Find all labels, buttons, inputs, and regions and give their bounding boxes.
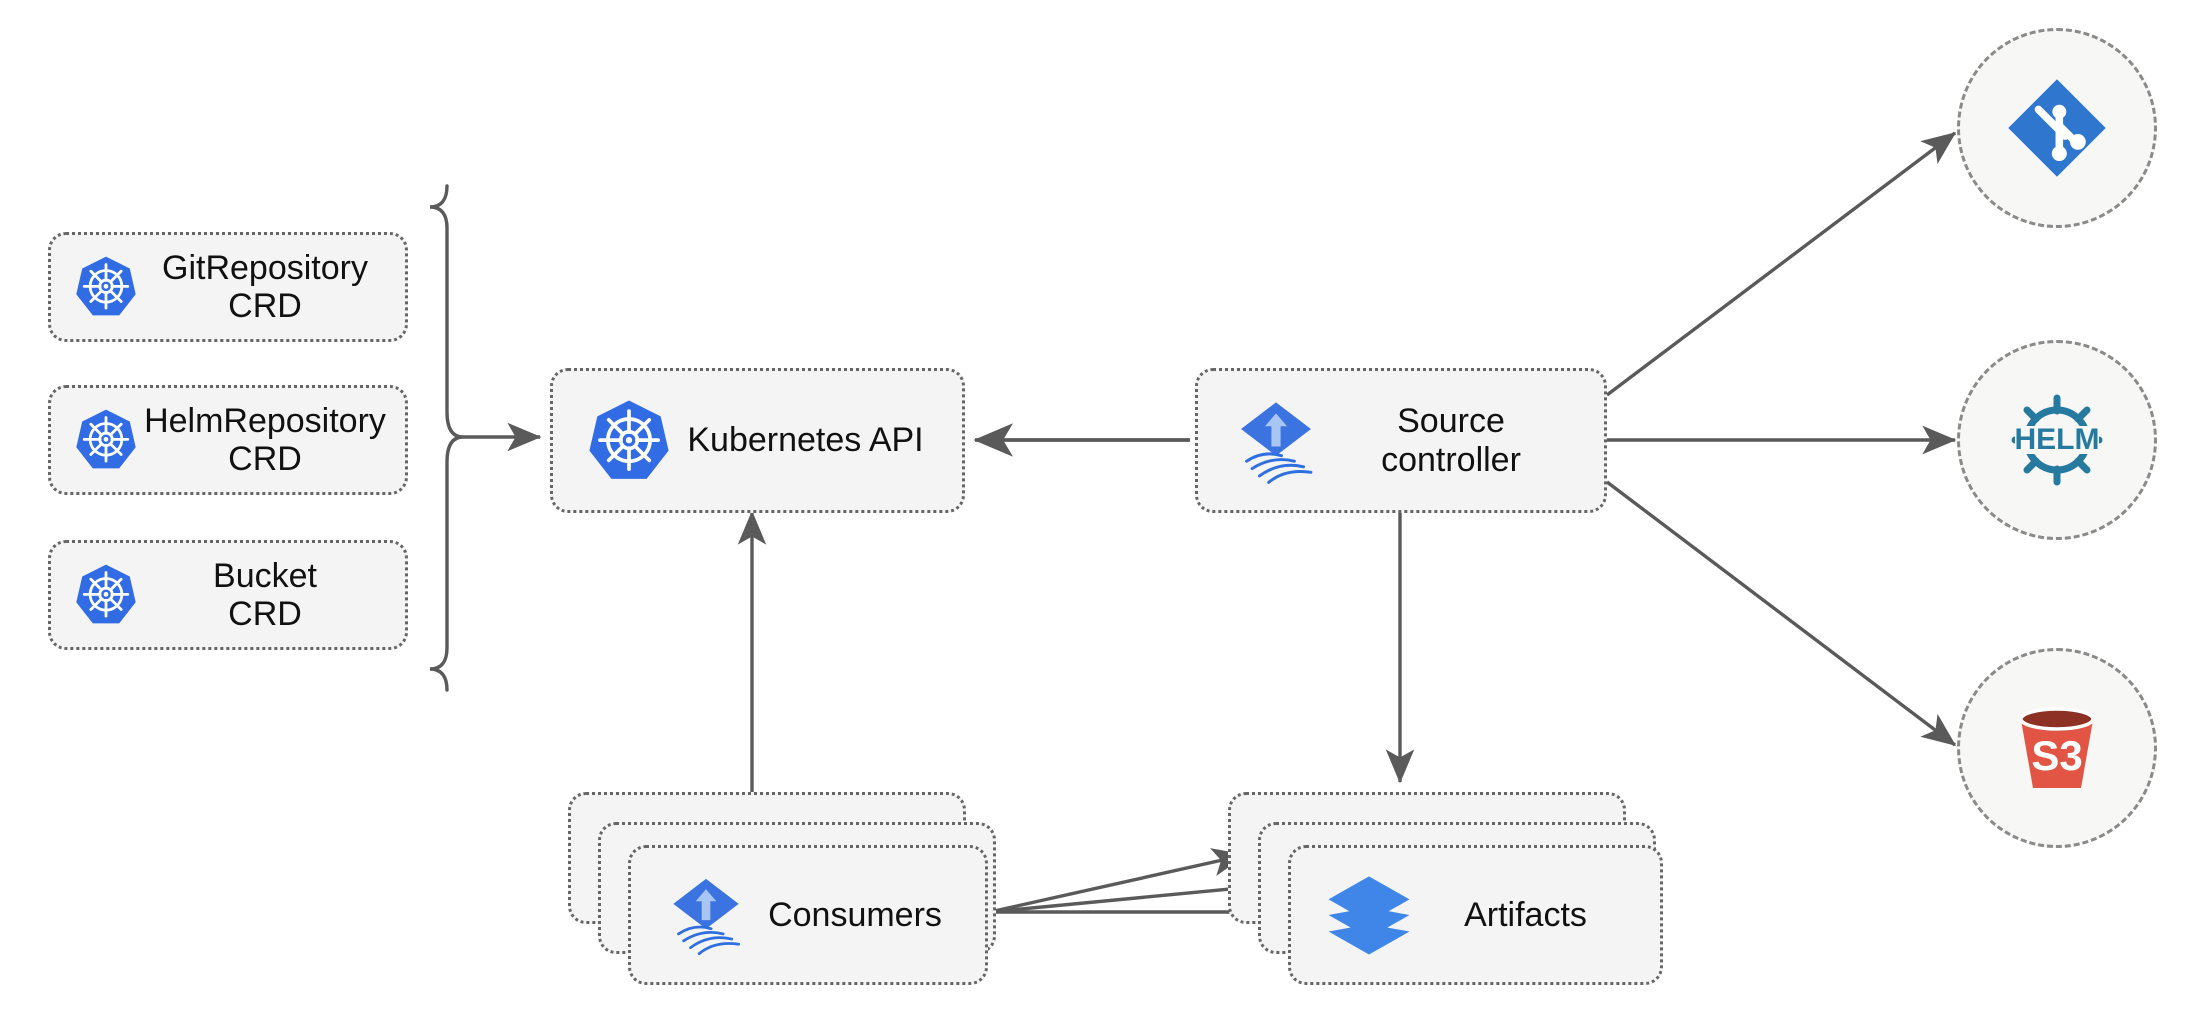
helm-icon: HELM: [1997, 380, 2117, 500]
node-gitrepository-crd[interactable]: GitRepository CRD: [48, 232, 408, 342]
endpoint-helm[interactable]: HELM: [1957, 340, 2157, 540]
node-label: Bucket CRD: [213, 556, 317, 633]
node-consumers[interactable]: Consumers: [628, 845, 988, 985]
node-label: GitRepository CRD: [162, 248, 368, 325]
node-helmrepository-crd[interactable]: HelmRepository CRD: [48, 385, 408, 495]
flux-icon: [1230, 395, 1322, 487]
s3-label: S3: [2031, 732, 2082, 779]
flux-icon: [663, 872, 749, 958]
node-label: HelmRepository CRD: [144, 401, 386, 478]
git-icon: [1999, 70, 2115, 186]
edge-source-controller-to-git: [1605, 131, 1957, 397]
s3-icon: S3: [1997, 688, 2117, 808]
endpoint-s3[interactable]: S3: [1957, 648, 2157, 848]
node-label: Source controller: [1381, 402, 1521, 479]
node-source-controller[interactable]: Source controller: [1195, 368, 1607, 513]
node-label: Consumers: [768, 895, 942, 934]
kubernetes-icon: [73, 254, 139, 320]
node-label: Artifacts: [1464, 895, 1587, 934]
kubernetes-icon: [585, 397, 673, 485]
kubernetes-icon: [73, 562, 139, 628]
layers-icon: [1323, 869, 1415, 961]
node-kubernetes-api[interactable]: Kubernetes API: [550, 368, 965, 513]
node-label: Kubernetes API: [687, 421, 924, 460]
endpoint-git[interactable]: [1957, 28, 2157, 228]
crd-group-brace: [429, 184, 464, 692]
helm-label: HELM: [2015, 423, 2100, 456]
node-bucket-crd[interactable]: Bucket CRD: [48, 540, 408, 650]
edge-source-controller-to-s3: [1605, 480, 1957, 747]
kubernetes-icon: [73, 407, 139, 473]
node-artifacts[interactable]: Artifacts: [1288, 845, 1663, 985]
